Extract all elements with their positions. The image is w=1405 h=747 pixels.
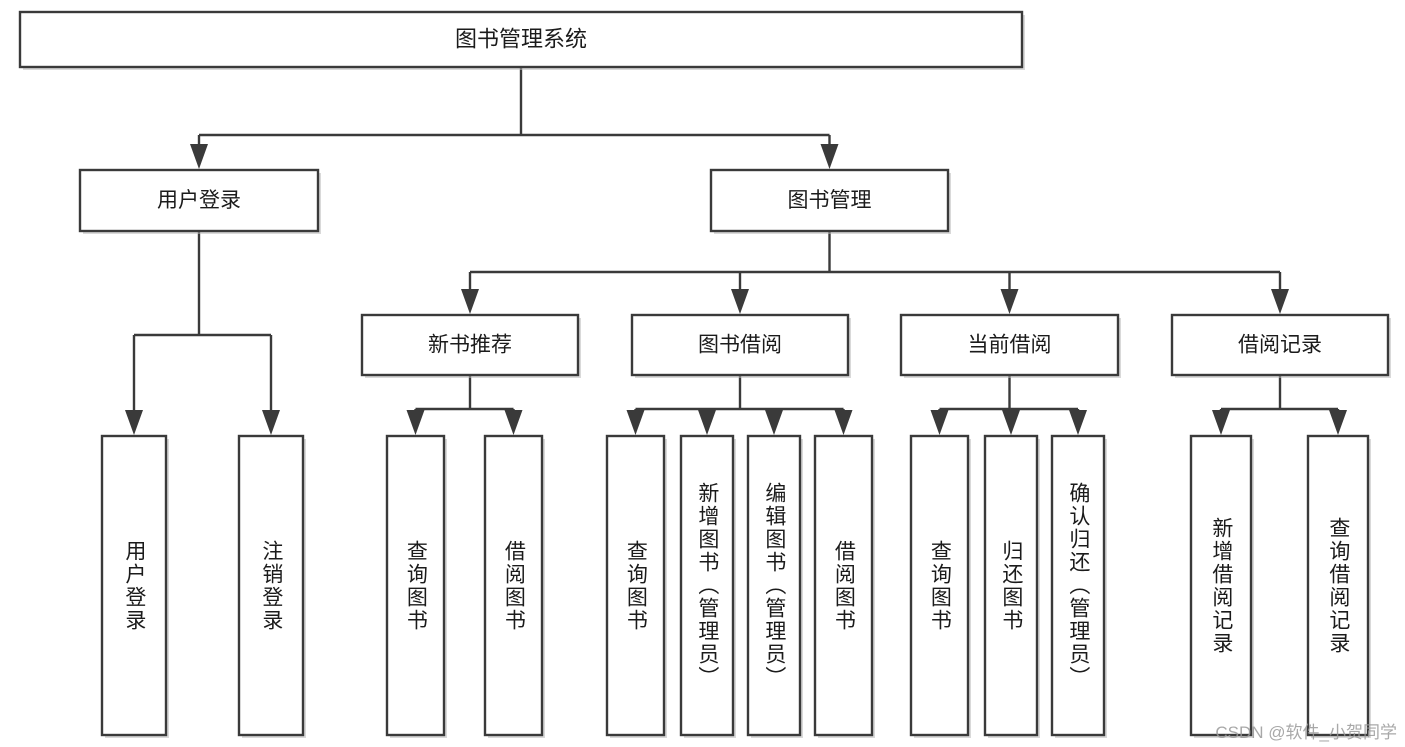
arrow-head-icon (1002, 410, 1020, 435)
arrow-head-icon (930, 410, 949, 435)
node-label-new-book-recommend: 新书推荐 (428, 334, 512, 357)
arrow-head-icon (125, 410, 143, 435)
arrow-head-icon (504, 410, 523, 435)
node-leaf-add-book-admin[interactable] (679, 434, 735, 737)
arrow-head-icon (190, 144, 208, 169)
node-leaf-query-book-borrow[interactable] (605, 434, 666, 737)
arrow-head-icon (262, 410, 280, 435)
node-leaf-borrow-book-rec[interactable] (483, 434, 544, 737)
node-borrow-record[interactable] (1170, 313, 1390, 377)
node-root[interactable] (18, 10, 1024, 69)
node-current-borrow[interactable] (899, 313, 1120, 377)
node-leaf-query-book-rec[interactable] (385, 434, 446, 737)
arrow-head-icon (1212, 410, 1230, 435)
node-leaf-add-borrow-record[interactable] (1189, 434, 1253, 737)
node-label-book-manage: 图书管理 (788, 189, 872, 212)
node-user-login[interactable] (78, 168, 320, 233)
edge-group-user-login (125, 231, 280, 435)
node-leaf-return-book[interactable] (983, 434, 1039, 737)
node-new-book-recommend[interactable] (360, 313, 580, 377)
arrow-head-icon (731, 289, 749, 314)
node-label-book-borrow: 图书借阅 (698, 334, 782, 357)
edge-group-book-manage (461, 231, 1289, 314)
node-leaf-query-book-current[interactable] (909, 434, 970, 737)
node-leaf-user-login[interactable] (100, 434, 168, 737)
arrow-head-icon (1329, 410, 1347, 435)
node-label-user-login: 用户登录 (157, 189, 241, 212)
arrow-head-icon (820, 144, 839, 169)
edge-group-book-borrow (626, 375, 853, 435)
edge-group-root (190, 67, 839, 169)
node-book-borrow[interactable] (630, 313, 850, 377)
node-leaf-edit-book-admin[interactable] (746, 434, 802, 737)
node-label-root: 图书管理系统 (455, 26, 587, 51)
node-box-layer (18, 10, 1391, 738)
node-leaf-confirm-return-admin[interactable] (1050, 434, 1106, 737)
node-book-manage[interactable] (709, 168, 950, 233)
arrow-head-icon (406, 410, 425, 435)
node-label-borrow-record: 借阅记录 (1238, 334, 1322, 357)
node-leaf-logout[interactable] (237, 434, 305, 737)
edge-group-new-book-recommend (406, 375, 523, 435)
node-leaf-query-borrow-record[interactable] (1306, 434, 1370, 737)
arrow-head-icon (1271, 289, 1289, 314)
arrow-head-icon (1069, 410, 1087, 435)
arrow-head-icon (461, 289, 479, 314)
connector-layer (125, 67, 1347, 435)
node-leaf-borrow-book[interactable] (813, 434, 874, 737)
arrow-head-icon (1000, 289, 1019, 314)
node-label-current-borrow: 当前借阅 (968, 334, 1052, 357)
arrow-head-icon (626, 410, 645, 435)
edge-group-borrow-record (1212, 375, 1347, 435)
arrow-head-icon (834, 410, 853, 435)
edge-group-current-borrow (930, 375, 1087, 435)
arrow-head-icon (698, 410, 716, 435)
arrow-head-icon (765, 410, 783, 435)
